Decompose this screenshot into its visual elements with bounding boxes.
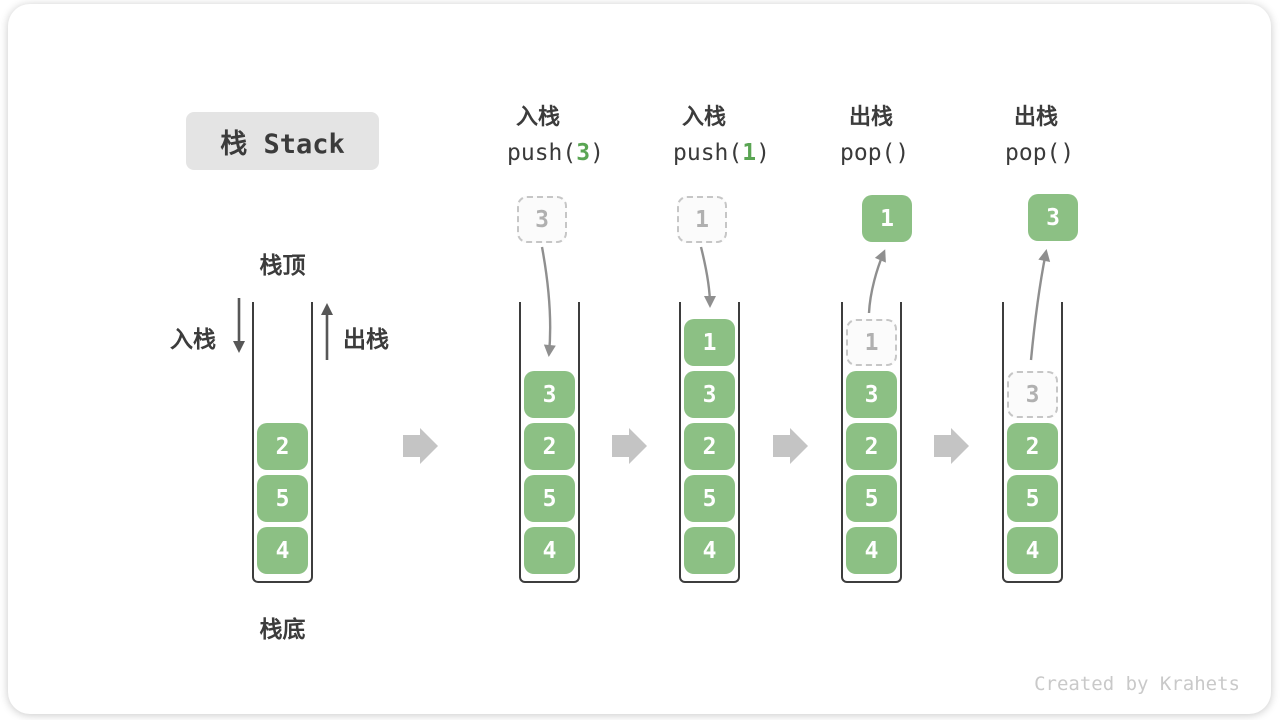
pop-side-label: 出栈 <box>343 327 389 353</box>
stack-cell: 4 <box>257 527 308 574</box>
stack-cell: 5 <box>846 475 897 522</box>
floating-value-push-1: 1 <box>677 196 727 243</box>
code-post: ) <box>895 140 910 166</box>
watermark: Created by Krahets <box>1034 673 1240 695</box>
diagram-title: 栈 Stack <box>220 128 345 160</box>
op-code: pop() <box>840 138 909 168</box>
stack-cell: 5 <box>524 475 575 522</box>
stack-cell: 2 <box>684 423 735 470</box>
floating-value-push-3: 3 <box>517 196 567 243</box>
stack-cell: 4 <box>524 527 575 574</box>
code-post: ) <box>590 140 604 166</box>
code-pre: push( <box>673 140 743 166</box>
stack-after-pop-1: 1 3 2 5 4 <box>841 302 902 583</box>
stack-after-push-1: 1 3 2 5 4 <box>679 302 740 583</box>
code-arg: 1 <box>742 140 757 166</box>
stack-cell: 4 <box>1007 527 1058 574</box>
floating-value-pop-3: 3 <box>1028 194 1078 241</box>
stack-cell: 2 <box>1007 423 1058 470</box>
stack-cell: 5 <box>684 475 735 522</box>
stack-after-pop-3: 3 2 5 4 <box>1002 302 1063 583</box>
stack-after-push-3: 3 2 5 4 <box>519 302 580 583</box>
stack-cell-removed: 3 <box>1007 371 1058 418</box>
stack-cell: 2 <box>257 423 308 470</box>
column-label-push-1: 入栈 push(1) <box>673 103 770 168</box>
stack-cell: 3 <box>846 371 897 418</box>
stack-cell-removed: 1 <box>846 319 897 366</box>
code-arg: 3 <box>576 140 591 166</box>
column-label-pop-3: 出栈 pop() <box>1005 103 1074 168</box>
column-label-push-3: 入栈 push(3) <box>507 103 604 168</box>
stack-cell: 4 <box>846 527 897 574</box>
op-code: pop() <box>1005 138 1074 168</box>
op-label: 入栈 <box>682 105 727 130</box>
code-post: ) <box>756 140 770 166</box>
stack-bottom-label: 栈底 <box>259 617 306 643</box>
diagram-card <box>8 4 1271 714</box>
stack-initial: 2 5 4 <box>252 302 313 583</box>
code-post: ) <box>1060 140 1075 166</box>
stack-cell: 4 <box>684 527 735 574</box>
stack-top-label: 栈顶 <box>259 253 306 279</box>
code-pre: pop( <box>840 140 896 166</box>
stack-cell: 3 <box>524 371 575 418</box>
stack-cell: 5 <box>1007 475 1058 522</box>
diagram-title-box: 栈 Stack <box>186 112 379 170</box>
push-side-label: 入栈 <box>170 327 216 353</box>
op-label: 出栈 <box>849 105 894 130</box>
op-label: 出栈 <box>1014 105 1059 130</box>
column-label-pop-1: 出栈 pop() <box>840 103 909 168</box>
floating-value-pop-1: 1 <box>862 195 912 242</box>
op-code: push(1) <box>673 138 770 168</box>
op-code: push(3) <box>507 138 604 168</box>
stack-cell: 1 <box>684 319 735 366</box>
code-pre: pop( <box>1005 140 1061 166</box>
code-pre: push( <box>507 140 577 166</box>
stack-cell: 5 <box>257 475 308 522</box>
stack-cell: 2 <box>846 423 897 470</box>
stack-cell: 3 <box>684 371 735 418</box>
stack-cell: 2 <box>524 423 575 470</box>
op-label: 入栈 <box>516 105 561 130</box>
